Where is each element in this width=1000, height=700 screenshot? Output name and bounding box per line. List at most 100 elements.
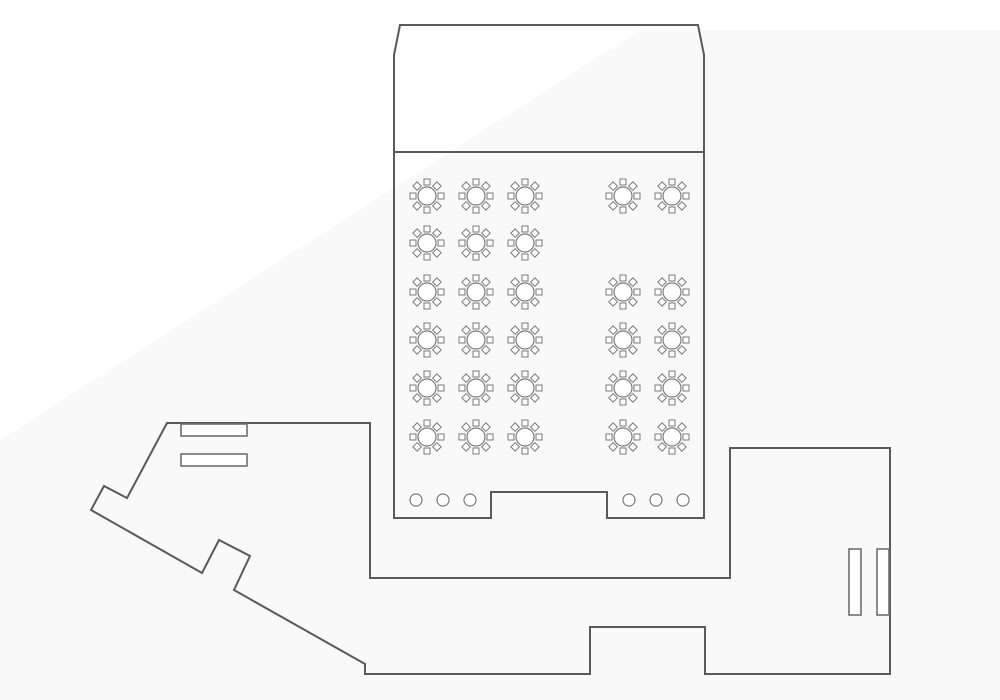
buffet-counter xyxy=(180,423,248,437)
chair xyxy=(521,398,529,406)
chair xyxy=(461,228,472,239)
chair xyxy=(657,373,668,384)
chair xyxy=(627,277,638,288)
chair xyxy=(676,441,687,452)
table-top xyxy=(515,378,535,398)
chair xyxy=(608,325,619,336)
chair xyxy=(461,181,472,192)
table-top xyxy=(417,233,437,253)
chair xyxy=(605,288,613,296)
side-counter xyxy=(848,548,862,616)
chair xyxy=(423,370,431,378)
chair xyxy=(521,178,529,186)
chair xyxy=(431,228,442,239)
chair xyxy=(412,228,423,239)
chair xyxy=(633,433,641,441)
chair xyxy=(668,302,676,310)
table-top xyxy=(417,427,437,447)
cocktail-tables xyxy=(409,493,690,507)
table-top xyxy=(417,330,437,350)
chair xyxy=(480,373,491,384)
chair xyxy=(529,277,540,288)
table-top xyxy=(662,427,682,447)
table-top xyxy=(466,282,486,302)
chair xyxy=(409,384,417,392)
chair xyxy=(657,296,668,307)
chair xyxy=(521,274,529,282)
chair xyxy=(510,441,521,452)
chair xyxy=(423,398,431,406)
chair xyxy=(510,181,521,192)
lower-wing-wall xyxy=(89,422,891,675)
chair xyxy=(682,192,690,200)
chair xyxy=(486,192,494,200)
round-tables xyxy=(409,178,690,455)
chair xyxy=(472,253,480,261)
chair xyxy=(412,344,423,355)
chair xyxy=(668,370,676,378)
chair xyxy=(461,325,472,336)
chair xyxy=(668,350,676,358)
chair xyxy=(423,178,431,186)
chair xyxy=(619,302,627,310)
chair xyxy=(423,253,431,261)
chair xyxy=(676,325,687,336)
chair xyxy=(437,433,445,441)
chair xyxy=(668,419,676,427)
chair xyxy=(423,206,431,214)
chair xyxy=(521,225,529,233)
table-top xyxy=(417,282,437,302)
chair xyxy=(682,288,690,296)
table-top xyxy=(515,330,535,350)
chair xyxy=(510,392,521,403)
round-table xyxy=(654,178,690,214)
chair xyxy=(668,206,676,214)
chair xyxy=(431,344,442,355)
round-table xyxy=(458,322,494,358)
chair xyxy=(480,200,491,211)
chair xyxy=(619,447,627,455)
chair xyxy=(486,384,494,392)
chair xyxy=(437,384,445,392)
chair xyxy=(423,302,431,310)
table-top xyxy=(662,330,682,350)
chair xyxy=(431,181,442,192)
chair xyxy=(608,200,619,211)
chair xyxy=(608,373,619,384)
chair xyxy=(423,419,431,427)
chair xyxy=(633,288,641,296)
round-table xyxy=(458,370,494,406)
chair xyxy=(480,296,491,307)
round-table xyxy=(458,274,494,310)
cocktail-table xyxy=(676,493,690,507)
round-table xyxy=(605,178,641,214)
chair xyxy=(409,288,417,296)
side-counter xyxy=(876,548,890,616)
chair xyxy=(619,322,627,330)
chair xyxy=(619,419,627,427)
chair xyxy=(668,322,676,330)
chair xyxy=(529,247,540,258)
round-table xyxy=(605,419,641,455)
chair xyxy=(668,398,676,406)
chair xyxy=(627,325,638,336)
chair xyxy=(633,336,641,344)
chair xyxy=(507,433,515,441)
chair xyxy=(461,373,472,384)
chair xyxy=(486,433,494,441)
chair xyxy=(480,441,491,452)
chair xyxy=(458,192,466,200)
chair xyxy=(682,336,690,344)
stage-area-wall xyxy=(393,24,705,152)
chair xyxy=(676,422,687,433)
chair xyxy=(676,181,687,192)
chair xyxy=(676,392,687,403)
table-top xyxy=(662,186,682,206)
table-top xyxy=(613,427,633,447)
cocktail-table xyxy=(649,493,663,507)
chair xyxy=(676,200,687,211)
chair xyxy=(535,239,543,247)
chair xyxy=(461,247,472,258)
